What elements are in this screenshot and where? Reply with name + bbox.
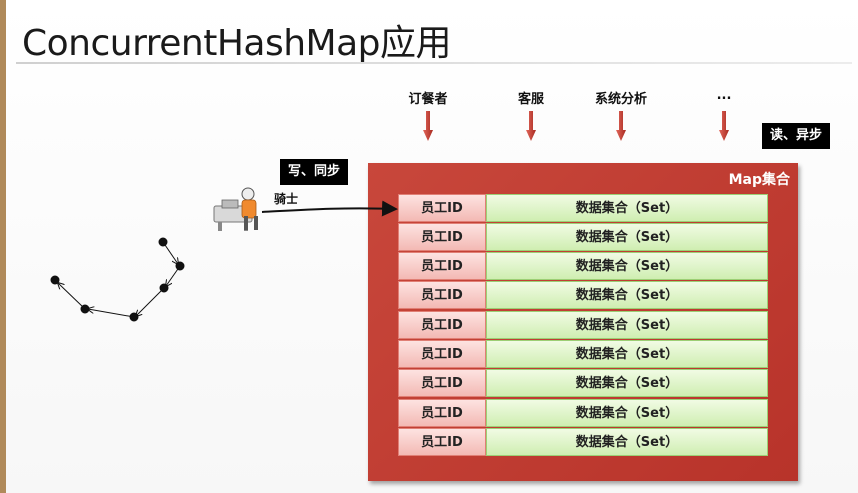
list-node xyxy=(80,304,90,314)
map-row: 员工ID 数据集合（Set） xyxy=(398,399,768,427)
data-set-cell: 数据集合（Set） xyxy=(486,369,768,397)
employee-id-cell: 员工ID xyxy=(398,194,486,222)
employee-id-cell: 员工ID xyxy=(398,252,486,280)
data-set-cell: 数据集合（Set） xyxy=(486,281,768,309)
knight-to-map-arrow xyxy=(261,200,398,217)
down-arrow-icon xyxy=(423,111,433,141)
down-arrow-icon xyxy=(719,111,729,141)
map-row: 员工ID 数据集合（Set） xyxy=(398,311,768,339)
employee-id-cell: 员工ID xyxy=(398,223,486,251)
list-node xyxy=(129,312,139,322)
title-divider xyxy=(16,62,852,64)
list-node xyxy=(50,275,60,285)
data-set-cell: 数据集合（Set） xyxy=(486,340,768,368)
page-title: ConcurrentHashMap应用 xyxy=(22,23,452,64)
actor-label-system-analysis: 系统分析 xyxy=(594,92,648,107)
list-node xyxy=(158,237,168,247)
data-set-cell: 数据集合（Set） xyxy=(486,428,768,456)
map-row: 员工ID 数据集合（Set） xyxy=(398,252,768,280)
map-row: 员工ID 数据集合（Set） xyxy=(398,281,768,309)
actor-label-customer-service: 客服 xyxy=(517,92,545,107)
map-collection-box: Map集合 员工ID 数据集合（Set） 员工ID 数据集合（Set） 员工ID… xyxy=(368,163,798,481)
employee-id-cell: 员工ID xyxy=(398,281,486,309)
map-row: 员工ID 数据集合（Set） xyxy=(398,340,768,368)
knight-person-icon xyxy=(213,187,258,231)
data-set-cell: 数据集合（Set） xyxy=(486,223,768,251)
employee-id-cell: 员工ID xyxy=(398,399,486,427)
down-arrow-icon xyxy=(526,111,536,141)
write-sync-tag: 写、同步 xyxy=(280,159,349,185)
employee-id-cell: 员工ID xyxy=(398,340,486,368)
employee-id-cell: 员工ID xyxy=(398,311,486,339)
down-arrow-icon xyxy=(616,111,626,141)
linked-list-path xyxy=(50,237,185,322)
list-node xyxy=(159,283,169,293)
actor-label-orderer: 订餐者 xyxy=(408,92,448,107)
employee-id-cell: 员工ID xyxy=(398,428,486,456)
employee-id-cell: 员工ID xyxy=(398,369,486,397)
data-set-cell: 数据集合（Set） xyxy=(486,194,768,222)
data-set-cell: 数据集合（Set） xyxy=(486,399,768,427)
map-row: 员工ID 数据集合（Set） xyxy=(398,223,768,251)
map-row: 员工ID 数据集合（Set） xyxy=(398,428,768,456)
map-title: Map集合 xyxy=(728,172,790,188)
data-set-cell: 数据集合（Set） xyxy=(486,252,768,280)
map-row: 员工ID 数据集合（Set） xyxy=(398,369,768,397)
knight-label: 骑士 xyxy=(274,192,299,206)
data-set-cell: 数据集合（Set） xyxy=(486,311,768,339)
list-node xyxy=(175,261,185,271)
read-async-tag: 读、异步 xyxy=(762,123,831,149)
actor-label-more: ... xyxy=(716,88,732,103)
map-row: 员工ID 数据集合（Set） xyxy=(398,194,768,222)
